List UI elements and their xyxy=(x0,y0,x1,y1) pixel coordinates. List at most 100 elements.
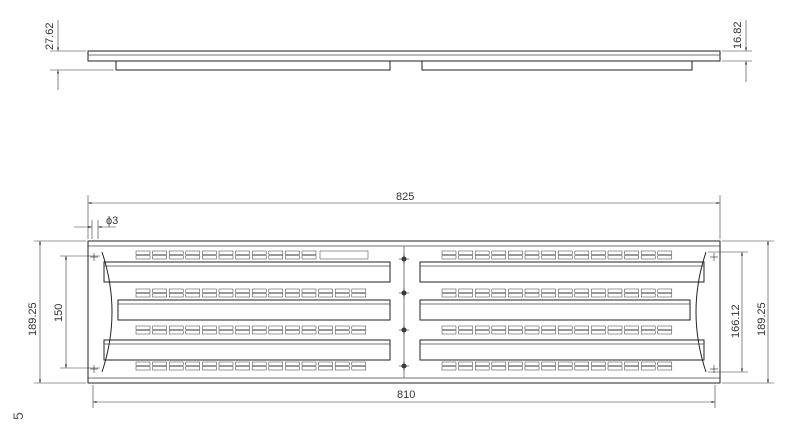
corner-hole-icon xyxy=(90,365,98,373)
slot xyxy=(152,293,167,298)
slot xyxy=(474,288,490,293)
slot xyxy=(251,250,267,255)
slot xyxy=(334,288,350,293)
slot xyxy=(218,361,234,366)
slot xyxy=(508,250,523,255)
slot xyxy=(152,325,167,330)
dim-label-left-inner: 150 xyxy=(53,304,65,322)
slot xyxy=(268,361,284,366)
slot xyxy=(268,293,284,298)
slot xyxy=(491,288,507,293)
slot xyxy=(268,288,284,293)
hole-icon xyxy=(399,325,409,335)
slot xyxy=(235,293,250,298)
slot xyxy=(640,255,656,260)
slot xyxy=(607,330,623,335)
slot xyxy=(135,366,151,371)
slot xyxy=(285,293,300,298)
slot xyxy=(508,293,523,298)
slot xyxy=(318,366,333,371)
slot xyxy=(334,293,350,298)
slot xyxy=(235,366,250,371)
corner-hole-icon xyxy=(710,365,718,373)
slot xyxy=(285,366,300,371)
slot xyxy=(218,325,234,330)
slot xyxy=(235,330,250,335)
slot xyxy=(441,250,457,255)
hole-icon xyxy=(399,288,409,298)
slot xyxy=(557,330,573,335)
slot xyxy=(591,325,606,330)
slot xyxy=(235,288,250,293)
slot xyxy=(508,366,523,371)
mounting-holes xyxy=(90,253,718,373)
slot xyxy=(301,293,317,298)
slot xyxy=(458,330,473,335)
slot xyxy=(202,255,217,260)
slot xyxy=(268,330,284,335)
slot xyxy=(218,293,234,298)
corner-hole-icon xyxy=(710,253,718,261)
side-view: 27.62 16.82 xyxy=(44,20,752,90)
slot xyxy=(268,250,284,255)
slot xyxy=(574,250,590,255)
slot xyxy=(657,288,673,293)
slot xyxy=(251,255,267,260)
slot xyxy=(441,361,457,366)
slot xyxy=(458,288,473,293)
slot xyxy=(135,325,151,330)
slot xyxy=(285,361,300,366)
slot xyxy=(168,288,184,293)
slot xyxy=(574,366,590,371)
slot xyxy=(524,255,540,260)
slot xyxy=(441,293,457,298)
dim-16-82: 16.82 xyxy=(722,20,752,82)
corner-hole-icon xyxy=(90,253,98,261)
page-marker: 5 xyxy=(10,412,26,420)
dim-label-right-inner: 166.12 xyxy=(730,304,742,338)
slot xyxy=(185,361,201,366)
slot xyxy=(591,361,606,366)
slot xyxy=(235,250,250,255)
slot xyxy=(574,361,590,366)
slot xyxy=(508,288,523,293)
dim-hole: ϕ3 xyxy=(74,215,118,239)
slot xyxy=(624,293,639,298)
slot xyxy=(640,293,656,298)
slot xyxy=(168,255,184,260)
grate-outline xyxy=(87,240,721,384)
slot xyxy=(268,366,284,371)
slot xyxy=(135,361,151,366)
slot xyxy=(508,361,523,366)
slot xyxy=(541,250,556,255)
slot xyxy=(557,366,573,371)
slot xyxy=(474,366,490,371)
slot xyxy=(285,330,300,335)
slot xyxy=(557,325,573,330)
slot xyxy=(202,361,217,366)
slot xyxy=(557,361,573,366)
slot xyxy=(574,330,590,335)
slot xyxy=(285,250,300,255)
slot xyxy=(607,293,623,298)
slot xyxy=(135,255,151,260)
channels xyxy=(103,261,705,361)
dim-label-16-82: 16.82 xyxy=(732,21,744,49)
slot xyxy=(251,288,267,293)
slot xyxy=(152,366,167,371)
hole-icon xyxy=(399,361,409,371)
dim-810: 810 xyxy=(92,385,716,408)
slot xyxy=(607,255,623,260)
slot xyxy=(135,250,151,255)
slot xyxy=(135,330,151,335)
slot xyxy=(524,293,540,298)
slot xyxy=(301,250,317,255)
slot xyxy=(441,366,457,371)
slot xyxy=(168,361,184,366)
slot xyxy=(624,325,639,330)
long-slot xyxy=(319,250,369,260)
slot xyxy=(624,250,639,255)
side-view-rib-left xyxy=(115,60,391,71)
slot xyxy=(574,288,590,293)
slot xyxy=(152,361,167,366)
